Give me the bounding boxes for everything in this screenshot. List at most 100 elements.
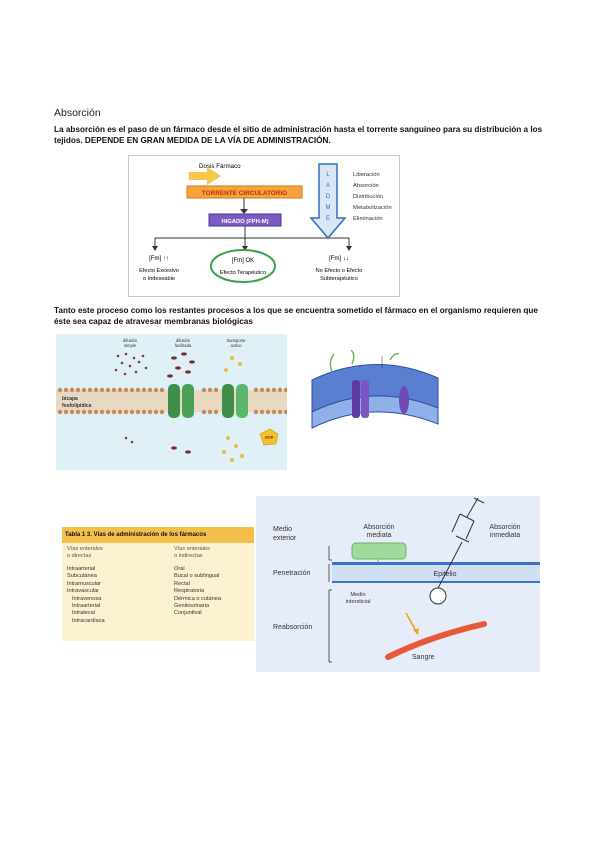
medio-intersticial-label-2: intersticial (346, 599, 371, 605)
medio-exterior-label-1: Medio (273, 526, 292, 533)
absorption-diagram: Medio exterior Absorción mediata Absorci… (256, 496, 540, 672)
label-difusion-simple-1: difusión (123, 338, 138, 343)
col2-item: Dérmica o cutánea (174, 595, 221, 602)
lipid-heads-top (57, 387, 287, 393)
absorcion-inmediata-label-1: Absorción (489, 524, 520, 531)
medio-intersticial-label-1: Medio (350, 592, 365, 598)
penetracion-label: Penetración (273, 570, 310, 577)
ladme-step-distribucion: Distribución (353, 194, 383, 200)
col1-item: Intramuscular (67, 580, 101, 587)
bicapa-label-2: fosfolipídica (62, 403, 92, 409)
membrane-protein (361, 380, 369, 418)
table-header: Tabla 1 3. Vías de administración de los… (62, 527, 254, 543)
membrane-protein (352, 380, 360, 418)
section-heading: Absorción (54, 107, 101, 119)
dosis-arrow (189, 167, 221, 185)
membrane-transport-figure: difusión simple difusión facilitada tran… (56, 334, 287, 470)
col2-heading-2: o indirectas (174, 553, 203, 560)
ladme-letter-a: A (326, 183, 330, 189)
col2-heading: Vías enterales o indirectas (174, 546, 210, 561)
col1-item: Intravenosa (72, 595, 102, 602)
table-title: Tabla 1 3. Vías de administración de los… (65, 532, 207, 538)
branch-arrowhead (242, 246, 248, 251)
paragraph-absorption: La absorción es el paso de un fármaco de… (54, 125, 543, 145)
atp-burst (259, 428, 279, 446)
ladme-step-absorcion: Absorción (353, 183, 379, 189)
epithelium-bottom (332, 581, 540, 583)
glycan-chains (329, 350, 400, 373)
col1-list: Intraarterial Subcutánea Intramuscular I… (67, 566, 105, 625)
routes-table: Tabla 1 3. Vías de administración de los… (62, 527, 254, 641)
facilitated-molecules (167, 352, 195, 378)
out-center-text: Efecto Terapéutico (220, 270, 266, 276)
col2-item: Genitourinaria (174, 603, 210, 610)
blood-vessel (385, 621, 487, 660)
therapeutic-ellipse (210, 249, 276, 283)
col1-item: Intraarterial (72, 603, 101, 610)
col1-item: Intracardíaca (72, 617, 105, 624)
out-right-text-1: No Efecto o Efecto (316, 268, 363, 274)
label-transporte-activo-2: activo (231, 343, 243, 348)
channel-protein (168, 384, 194, 418)
out-left-text-1: Efecto Excesivo (139, 268, 179, 274)
col1-item: Intraarterial (67, 566, 96, 572)
col1-heading-2: o directas (67, 553, 92, 560)
absorcion-inmediata-label-2: inmediata (490, 532, 520, 539)
out-right-text-2: Subterapéutico (320, 276, 358, 282)
atp-label: ATP (265, 435, 274, 440)
drug-patch (351, 542, 407, 560)
col1-item: Subcutánea (67, 573, 97, 580)
col1-item: Intratecal (72, 610, 96, 617)
ladme-step-eliminacion: Eliminación (353, 216, 383, 222)
sangre-label: Sangre (412, 654, 435, 661)
col1-heading-1: Vías enterales (67, 546, 103, 552)
ladme-diagram: Dosis Fármaco TORRENTE CIRCULATORIO HIGA… (128, 155, 400, 297)
dosis-label: Dosis Fármaco (199, 163, 241, 170)
label-difusion-facilitada-2: facilitada (175, 343, 192, 348)
ladme-arrow (309, 163, 347, 240)
label-transporte-activo-1: transporte (227, 338, 247, 343)
col2-item: Rectal (174, 580, 190, 587)
lipid-heads-bottom (57, 409, 287, 415)
syringe-icon (429, 497, 485, 605)
membrane-3d-figure (311, 350, 439, 429)
out-center-code: [Fm] OK (232, 258, 254, 264)
reabsorcion-label: Reabsorción (273, 624, 312, 631)
ladme-step-metabolizacion: Metabolización (353, 205, 392, 211)
membrane-protein (399, 386, 409, 414)
reabsorption-arrow (405, 612, 417, 632)
bicapa-label-1: bicapa (62, 396, 78, 402)
col2-item: Conjuntival (174, 610, 202, 617)
col2-item: Respiratoria (174, 588, 205, 595)
out-right-code: [Fm] ↓↓ (329, 256, 349, 262)
higado-label: HIGADO (FPH-M) (221, 219, 268, 225)
reabsorption-arrowhead (413, 628, 419, 635)
col2-heading-1: Vías enterales (174, 546, 210, 552)
absorcion-mediata-label-1: Absorción (363, 524, 394, 531)
ladme-step-liberacion: Liberación (353, 172, 380, 178)
epithelium-layer (332, 565, 540, 581)
branch-arrowhead (346, 246, 352, 251)
col2-list: Oral Bucal o sublingual Rectal Respirato… (174, 566, 221, 618)
out-left-text-2: o Indeseable (143, 276, 175, 282)
active-molecules (224, 356, 242, 372)
medio-exterior-label-2: exterior (273, 535, 297, 542)
solute-dots (114, 352, 148, 376)
torrente-label: TORRENTE CIRCULATORIO (202, 190, 287, 197)
pump-protein (222, 384, 248, 418)
col1-item: Intravascular (67, 588, 100, 595)
lower-molecules (124, 436, 244, 462)
absorcion-mediata-label-2: mediata (367, 532, 392, 539)
col2-item: Oral (174, 566, 185, 572)
branch-arrowhead (152, 246, 158, 251)
col2-item: Bucal o sublingual (174, 573, 220, 580)
epithelium-top (332, 562, 540, 565)
label-difusion-simple-2: simple (124, 343, 137, 348)
out-left-code: [Fm] ↑↑ (149, 256, 169, 262)
label-difusion-facilitada-1: difusión (176, 338, 191, 343)
ladme-letter-m: M (326, 205, 331, 211)
ladme-letter-l: L (326, 172, 330, 178)
ladme-letter-e: E (326, 216, 330, 222)
paragraph-membranes: Tanto este proceso como los restantes pr… (54, 306, 538, 326)
connector-arrowhead (240, 209, 248, 214)
